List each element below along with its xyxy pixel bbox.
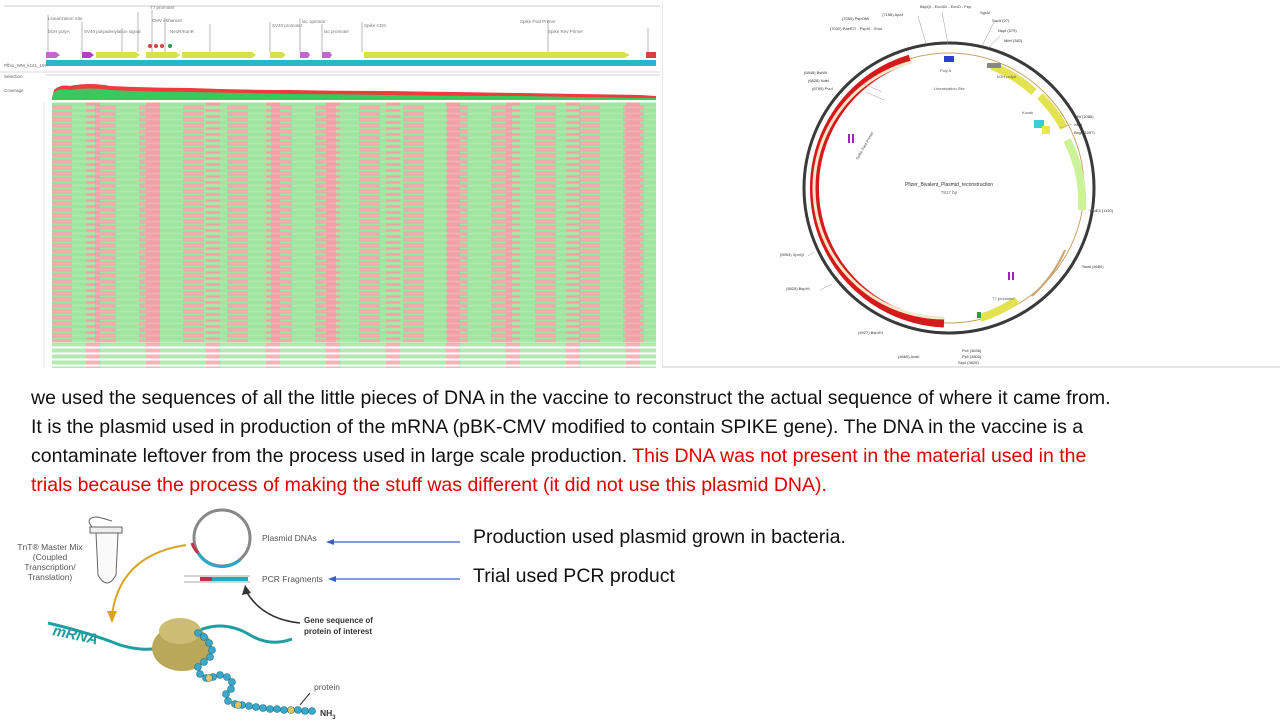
caption-line-3-black: contaminate leftover from the process us… (31, 445, 628, 467)
svg-text:SwaI (4680): SwaI (4680) (1082, 264, 1104, 269)
track-label-selection: Selection (4, 74, 23, 79)
svg-text:T7 promoter: T7 promoter (150, 5, 175, 10)
plasmid-size: 7817 bp (941, 190, 958, 195)
feature-track: Linearization Site bGH polyA SV40 polyad… (4, 5, 660, 58)
svg-text:(6795) PvuI: (6795) PvuI (812, 86, 833, 91)
plasmid-name: Pfizer_Bivalent_Plasmid_reconstruction (905, 182, 993, 188)
protein-label: protein (314, 682, 340, 692)
svg-text:Spike Fwd Primer: Spike Fwd Primer (520, 19, 556, 24)
plasmid-map-svg: Pfizer_Bivalent_Plasmid_reconstruction 7… (661, 2, 1280, 368)
caption-paragraph: we used the sequences of all the little … (31, 384, 1271, 500)
svg-text:(5993) XpnQI: (5993) XpnQI (780, 252, 804, 257)
alignment-svg: Linearization Site bGH polyA SV40 polyad… (0, 5, 710, 368)
svg-text:Gene sequence of: Gene sequence of (304, 616, 373, 625)
plasmid-map-panel: Pfizer_Bivalent_Plasmid_reconstruction 7… (661, 0, 1280, 370)
svg-text:(4660) AvaII: (4660) AvaII (898, 354, 920, 359)
pcr-fragments-label: PCR Fragments (262, 574, 323, 584)
svg-text:PciI (3636): PciI (3636) (962, 348, 982, 353)
plasmid-backbone (802, 41, 1096, 335)
svg-text:Linearization Site: Linearization Site (48, 16, 83, 21)
aligned-reads (52, 102, 656, 368)
protein-chain-icon (194, 629, 316, 715)
caption-line-3-red: This DNA was not present in the material… (627, 445, 1087, 467)
svg-text:TnT® Master Mix: TnT® Master Mix (17, 542, 83, 552)
svg-text:NspI (379): NspI (379) (998, 28, 1017, 33)
svg-text:NeoR/KanR: NeoR/KanR (170, 29, 195, 34)
svg-text:protein of interest: protein of interest (304, 627, 372, 636)
svg-text:SV40 polyadenylation signal: SV40 polyadenylation signal (84, 29, 141, 34)
svg-text:Spike CDS: Spike CDS (364, 23, 386, 28)
svg-text:(4927) BsmHI: (4927) BsmHI (858, 330, 883, 335)
svg-text:SspI (3825): SspI (3825) (958, 360, 979, 365)
gene-sequence-label: Gene sequence of protein of interest (304, 616, 373, 636)
svg-text:Spike Fwd Primer: Spike Fwd Primer (855, 130, 875, 160)
svg-text:MfeI (382): MfeI (382) (1004, 38, 1023, 43)
mrna-label: mRNA (51, 622, 99, 648)
consensus-track (46, 60, 656, 66)
svg-text:(7156) ApaI: (7156) ApaI (882, 12, 903, 17)
nh3-label: NH3 (320, 708, 336, 720)
svg-text:(7032) PaeR7I - PspXI - XhoI: (7032) PaeR7I - PspXI - XhoI (830, 26, 882, 31)
svg-text:bGH polyA: bGH polyA (997, 74, 1017, 79)
svg-text:Linearization Site: Linearization Site (934, 86, 965, 91)
caption-line-1: we used the sequences of all the little … (31, 387, 1111, 409)
svg-text:SgrAI: SgrAI (980, 10, 990, 15)
svg-text:SV40 promoter: SV40 promoter (272, 23, 303, 28)
production-note: Production used plasmid grown in bacteri… (473, 526, 846, 548)
trial-note: Trial used PCR product (473, 565, 675, 587)
plasmid-dnas-label: Plasmid DNAs (262, 533, 317, 543)
svg-text:Spike Rev Primer: Spike Rev Primer (548, 29, 584, 34)
svg-text:(5825) BspHI: (5825) BspHI (786, 286, 810, 291)
caption-line-3: contaminate leftover from the process us… (31, 442, 1271, 471)
svg-text:BspQI - Eco31I - EcoO - Fsp: BspQI - Eco31I - EcoO - Fsp (920, 4, 972, 9)
svg-text:Transcription/: Transcription/ (24, 562, 76, 572)
caption-line-2: It is the plasmid used in production of … (31, 416, 1084, 438)
svg-text:PsiI (3800): PsiI (3800) (962, 354, 982, 359)
svg-text:SacII (97): SacII (97) (992, 18, 1010, 23)
nh3-label-main: NH (320, 708, 332, 718)
pcr-fragment-icon (184, 575, 250, 583)
svg-text:Poly A: Poly A (940, 68, 952, 73)
svg-text:(Coupled: (Coupled (33, 552, 68, 562)
svg-text:Pfbi1_WM_k141_197: Pfbi1_WM_k141_197 (4, 63, 48, 68)
svg-text:CMV enhancer: CMV enhancer (152, 18, 183, 23)
nh3-label-sub: 3 (332, 715, 336, 720)
svg-text:lac promoter: lac promoter (324, 29, 350, 34)
svg-text:BsgI (1097): BsgI (1097) (1074, 130, 1095, 135)
svg-text:T7 promoter: T7 promoter (992, 296, 1014, 301)
master-mix-label: TnT® Master Mix (Coupled Transcription/ … (17, 542, 83, 582)
track-label-coverage: Coverage (4, 88, 24, 93)
svg-text:(6848) BsiWI: (6848) BsiWI (804, 70, 827, 75)
svg-text:Kozak: Kozak (1022, 110, 1033, 115)
svg-text:Translation): Translation) (28, 572, 73, 582)
svg-text:(6828) NdeI: (6828) NdeI (808, 78, 829, 83)
read-alignment-panel: Linearization Site bGH polyA SV40 polyad… (0, 0, 710, 370)
svg-text:lac operator: lac operator (302, 19, 326, 24)
caption-line-4-red: trials because the process of making the… (31, 474, 827, 496)
svg-text:bGH polyA: bGH polyA (48, 29, 70, 34)
tube-icon (88, 516, 123, 584)
tnt-diagram-svg: TnT® Master Mix (Coupled Transcription/ … (17, 508, 460, 721)
svg-text:BstEII (1120): BstEII (1120) (1090, 208, 1114, 213)
svg-text:AflII (1086): AflII (1086) (1074, 114, 1094, 119)
tnt-diagram: TnT® Master Mix (Coupled Transcription/ … (0, 505, 470, 721)
svg-text:(7050) PspOMI: (7050) PspOMI (842, 16, 869, 21)
svg-text:XbaI: XbaI (1074, 122, 1082, 127)
